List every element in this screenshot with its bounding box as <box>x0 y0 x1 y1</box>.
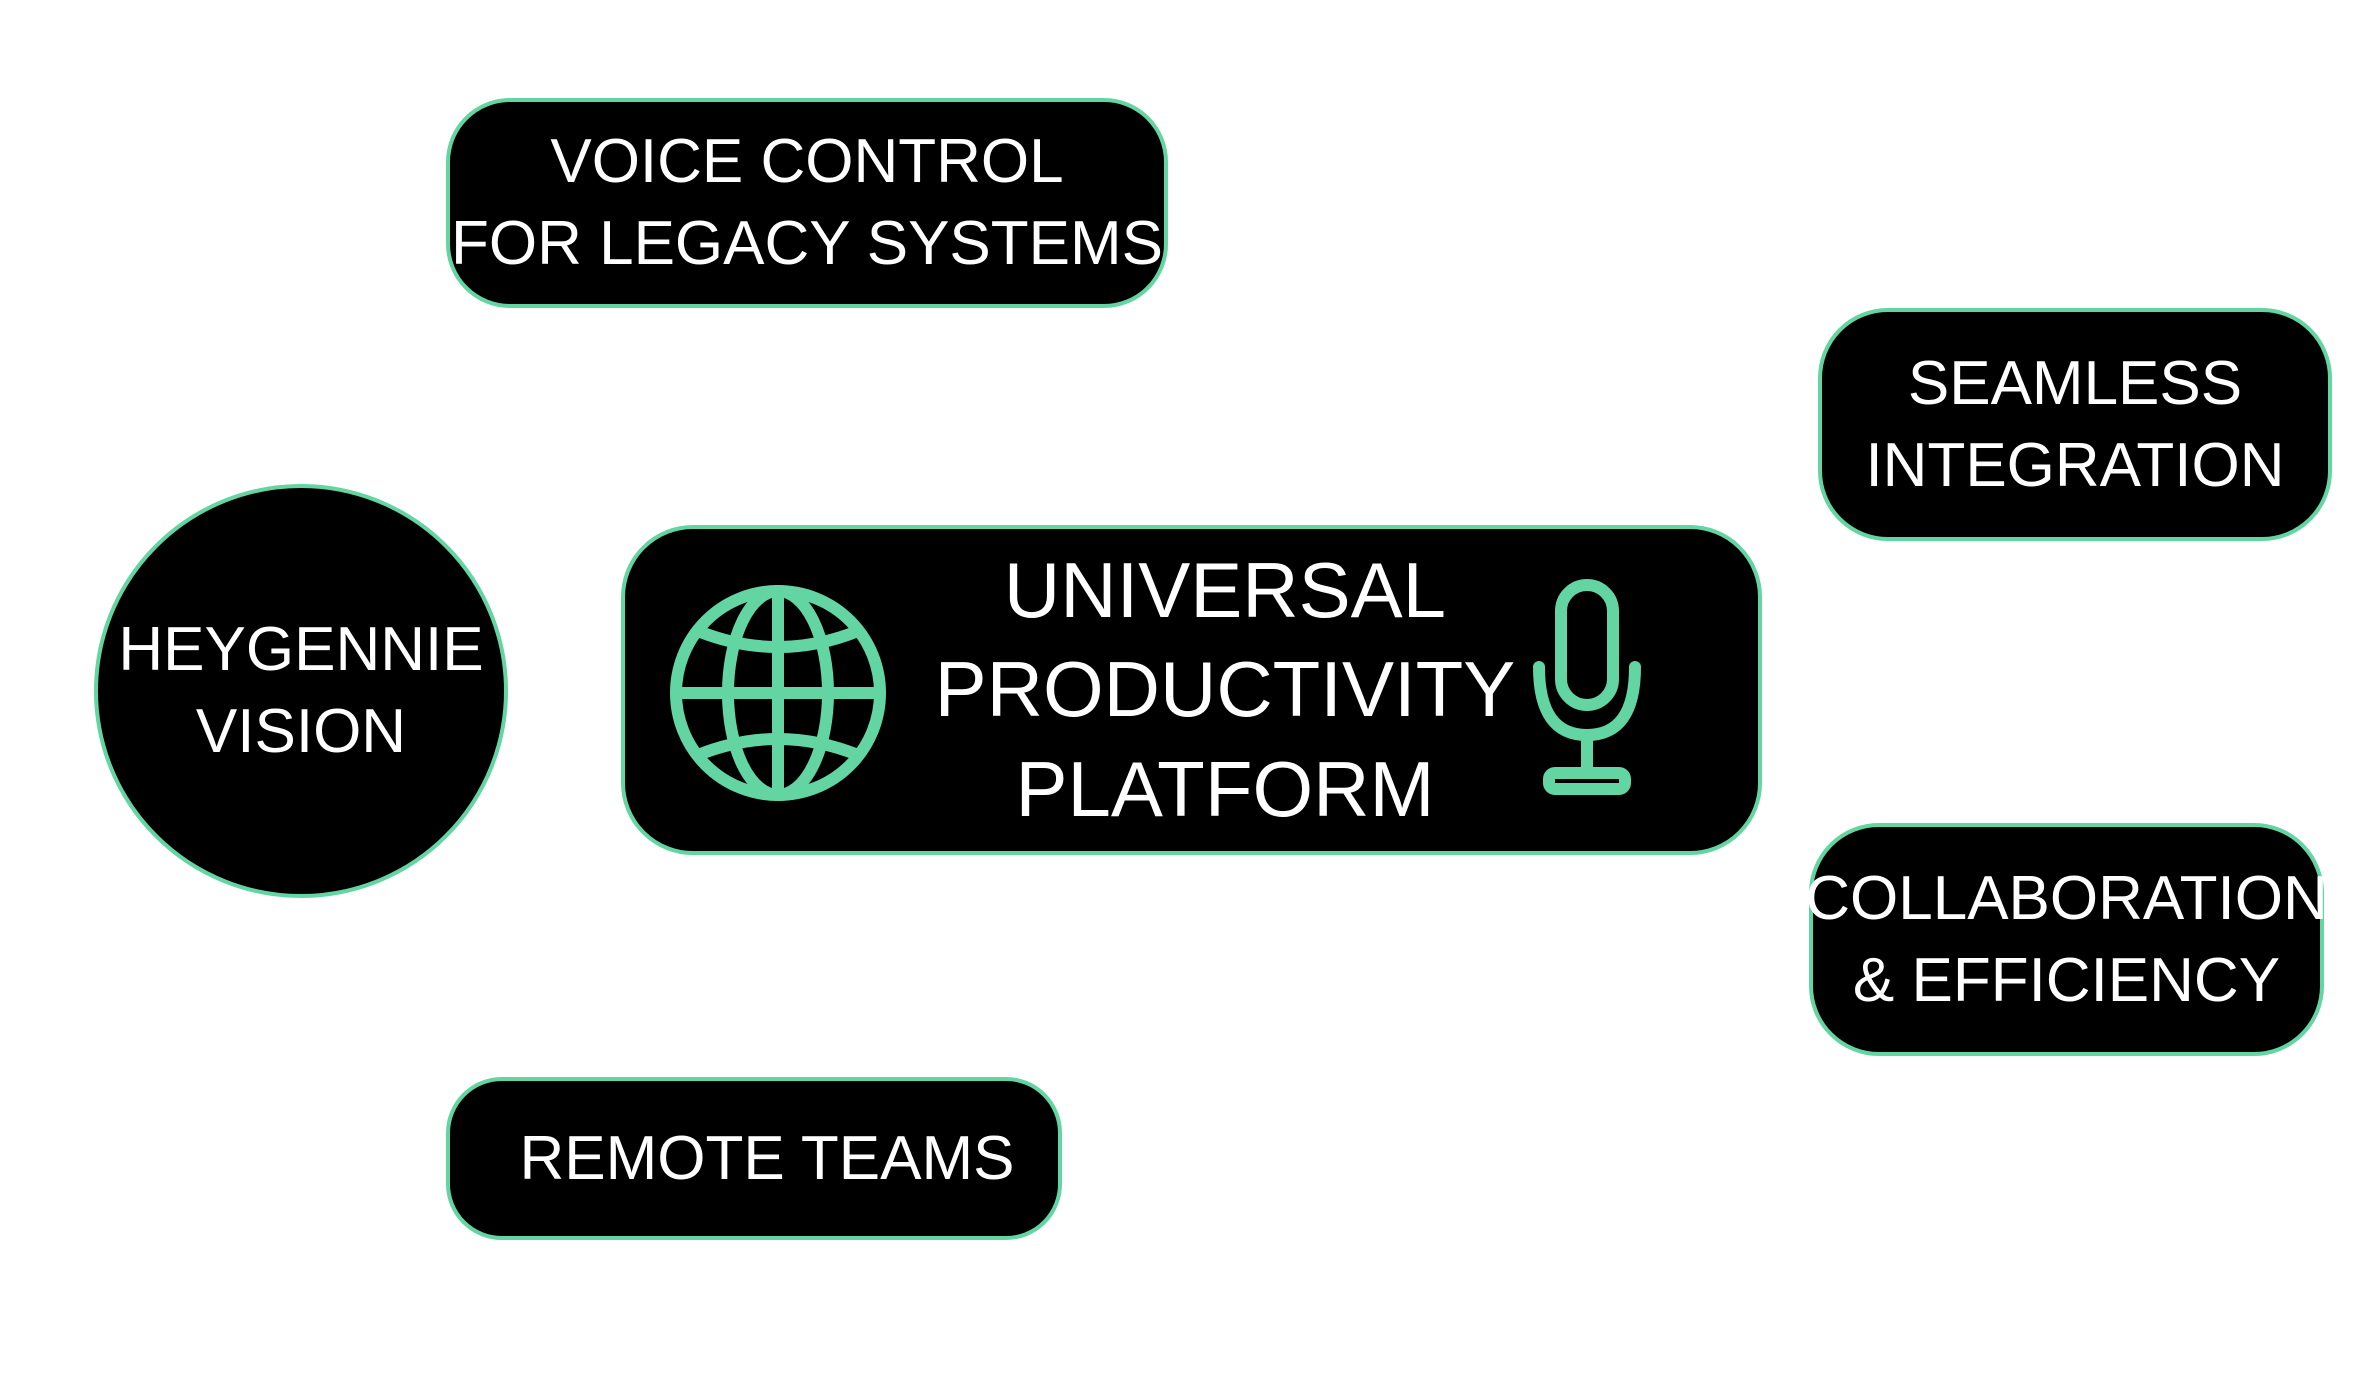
node-line: & EFFICIENCY <box>1852 945 2281 1015</box>
node-voice-control: VOICE CONTROL FOR LEGACY SYSTEMS <box>446 98 1168 308</box>
node-line: REMOTE TEAMS <box>519 1123 1015 1193</box>
center-line: PLATFORM <box>1015 744 1435 833</box>
node-line: INTEGRATION <box>1865 430 2285 500</box>
center-line: PRODUCTIVITY <box>934 645 1516 734</box>
node-line: COLLABORATION <box>1805 863 2328 933</box>
node-seamless-integration: SEAMLESS INTEGRATION <box>1818 308 2332 541</box>
microphone-icon <box>1533 579 1641 795</box>
node-line: FOR LEGACY SYSTEMS <box>450 209 1164 278</box>
node-line: HEYGENNIE <box>118 615 484 685</box>
node-line: SEAMLESS <box>1907 348 2243 418</box>
node-remote-teams: REMOTE TEAMS <box>446 1077 1062 1240</box>
node-remote-teams-label: REMOTE TEAMS <box>494 1118 1015 1200</box>
node-voice-control-label: VOICE CONTROL FOR LEGACY SYSTEMS <box>451 121 1163 285</box>
center-label: UNIVERSAL PRODUCTIVITY PLATFORM <box>910 529 1540 851</box>
node-line: VOICE CONTROL <box>550 127 1064 197</box>
node-collaboration-efficiency-label: COLLABORATION & EFFICIENCY <box>1805 858 2328 1022</box>
node-heygennie-vision: HEYGENNIE VISION <box>94 484 508 898</box>
node-line: VISION <box>195 697 407 766</box>
globe-icon <box>670 585 886 801</box>
node-heygennie-vision-label: HEYGENNIE VISION <box>118 609 483 773</box>
center-line: UNIVERSAL <box>1003 546 1447 635</box>
node-universal-productivity-platform: UNIVERSAL PRODUCTIVITY PLATFORM <box>621 525 1762 855</box>
node-collaboration-efficiency: COLLABORATION & EFFICIENCY <box>1805 823 2328 1056</box>
node-seamless-integration-label: SEAMLESS INTEGRATION <box>1865 343 2284 507</box>
